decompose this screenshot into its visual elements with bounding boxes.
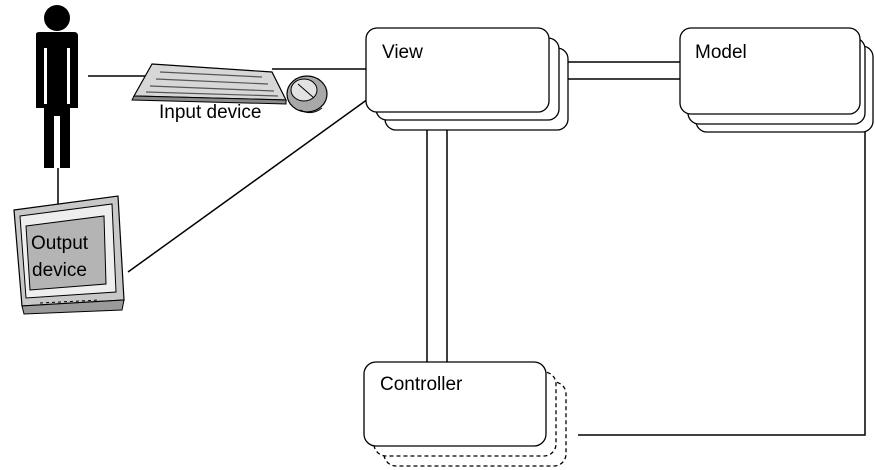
view-stack: View xyxy=(365,27,569,131)
keyboard-icon xyxy=(131,63,287,105)
connections xyxy=(57,61,866,436)
controller-box xyxy=(363,361,547,447)
view-label: View xyxy=(382,42,423,63)
model-stack: Model xyxy=(679,27,874,133)
mouse-icon xyxy=(286,75,328,114)
controller-label: Controller xyxy=(380,374,463,395)
input-device-label: Input device xyxy=(159,102,261,123)
controller-stack: Controller xyxy=(363,361,567,467)
view-box xyxy=(365,27,550,113)
model-label: Model xyxy=(695,42,747,63)
person-icon xyxy=(36,5,78,168)
monitor-icon xyxy=(13,195,125,315)
output-device-label-line1: Output xyxy=(31,233,89,254)
output-device-label-line2: device xyxy=(32,260,87,281)
monitor-to-view-line xyxy=(127,98,369,273)
model-controller-line xyxy=(578,130,866,436)
model-box xyxy=(679,27,861,115)
